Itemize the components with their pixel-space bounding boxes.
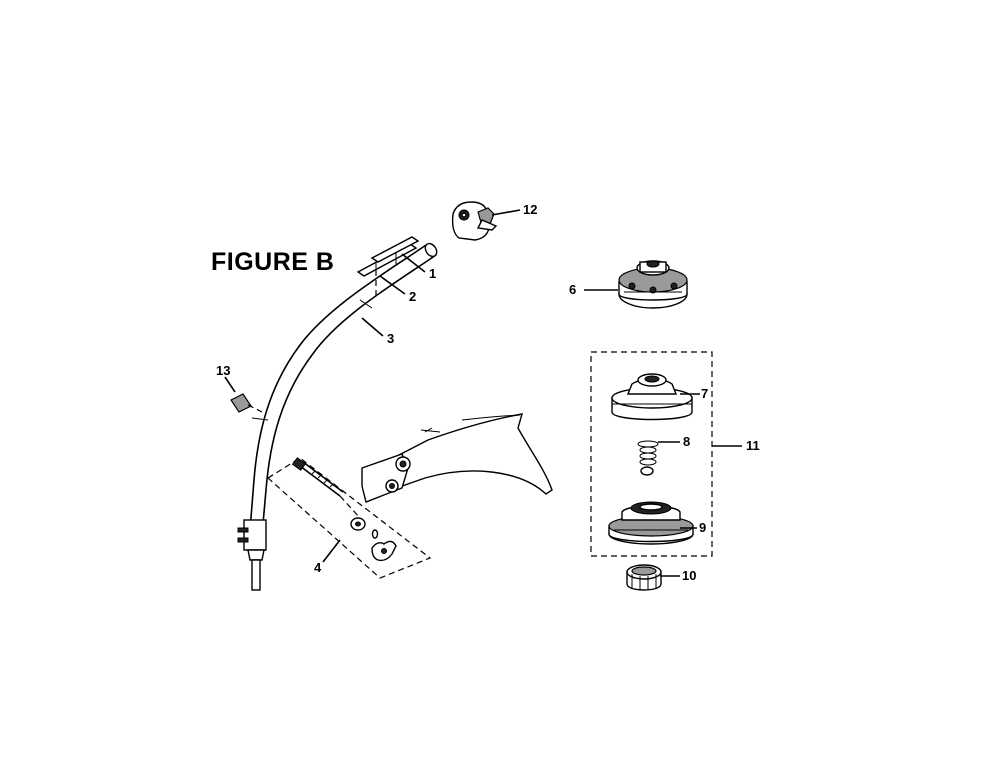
part-4-hardware-box <box>267 457 432 579</box>
callout-2: 2 <box>409 289 416 304</box>
part-10-knob <box>626 564 662 591</box>
callout-1: 1 <box>429 266 436 281</box>
callout-9: 9 <box>699 520 706 535</box>
part-4-bolt <box>291 457 344 497</box>
leader-12 <box>491 209 521 216</box>
cap-dashline <box>247 404 263 413</box>
part-3-shaft <box>249 242 438 536</box>
figure-title: FIGURE B <box>211 248 335 276</box>
leader-4 <box>322 539 341 563</box>
part-4-wingnut <box>371 540 397 562</box>
part-11-box <box>590 351 713 557</box>
leader-1 <box>401 253 426 273</box>
callout-7: 7 <box>701 386 708 401</box>
leader-13 <box>224 376 236 393</box>
part-6-trimmer-head <box>618 260 688 309</box>
callout-11: 11 <box>746 438 760 453</box>
callout-10: 10 <box>682 568 696 583</box>
leader-3 <box>361 317 384 337</box>
callout-8: 8 <box>683 434 690 449</box>
callout-4: 4 <box>314 560 322 575</box>
part-4-washer <box>350 517 379 539</box>
part-13-cap <box>230 393 252 413</box>
bolt-dashline <box>339 495 361 519</box>
callout-3: 3 <box>387 331 394 346</box>
debris-guard <box>361 413 553 503</box>
part-12-clamp <box>451 201 498 241</box>
callout-12: 12 <box>523 202 537 217</box>
part-8-spring <box>637 440 659 476</box>
part-9-spool <box>608 501 694 545</box>
part-7-housing <box>611 373 693 421</box>
shaft-coupling <box>237 519 267 591</box>
part-1-decal <box>370 236 420 263</box>
callout-13: 13 <box>216 363 230 378</box>
callout-6: 6 <box>569 282 576 297</box>
